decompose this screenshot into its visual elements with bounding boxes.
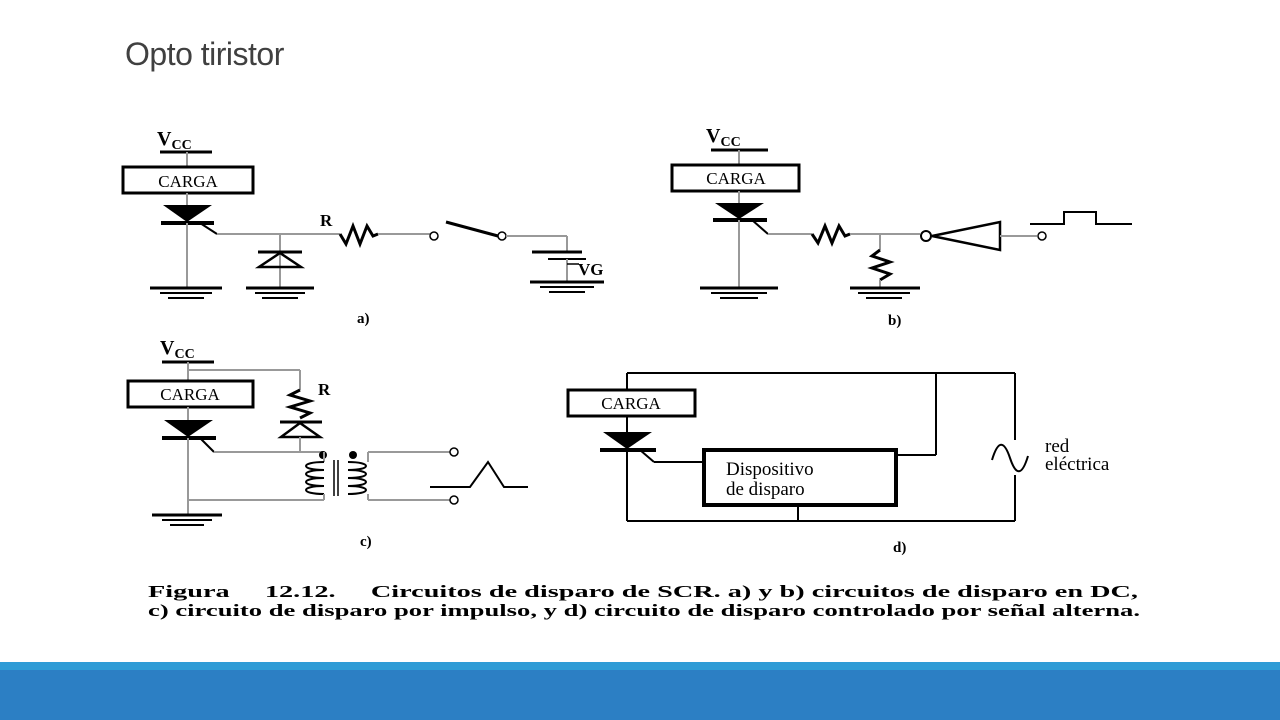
panel-c-vcc-label: VCC	[160, 337, 195, 362]
panel-a-dc-source-symbol	[532, 250, 586, 260]
footer-accent-line	[0, 662, 1280, 670]
scr-trigger-circuits-figure: VCC CARGA R	[121, 125, 1140, 620]
panel-c-resistor	[284, 388, 316, 420]
ground-symbol	[700, 286, 778, 299]
panel-b-label: b)	[888, 313, 901, 329]
ground-symbol	[850, 286, 920, 299]
panel-a-switch-contact	[497, 231, 507, 241]
panel-d-mains-label: eléctrica	[1045, 454, 1110, 475]
panel-d-trigger-device-label: de disparo	[726, 479, 805, 500]
panel-d-load-label: CARGA	[601, 394, 661, 413]
panel-c-pulse-transformer	[305, 451, 450, 501]
panel-a-source-label: VG	[578, 260, 604, 279]
panel-a-scr-symbol	[161, 205, 218, 235]
panel-a-load-label: CARGA	[158, 172, 218, 191]
panel-b-load-box	[670, 163, 801, 193]
panel-c-impulse-waveform	[430, 460, 528, 488]
figure-caption: Figura 12.12. Circuitos de disparo de SC…	[148, 582, 1138, 601]
panel-b-pulse-waveform	[1030, 211, 1132, 225]
panel-a-switch-contact	[429, 231, 439, 241]
panel-d-load-box	[566, 388, 697, 418]
panel-a-switch	[445, 220, 499, 238]
panel-b-inverter-buffer	[920, 220, 1002, 252]
ground-symbol	[530, 280, 604, 293]
panel-a-label: a)	[357, 311, 370, 327]
panel-c-input-terminal	[449, 447, 459, 457]
ground-symbol	[150, 286, 222, 299]
panel-a-vcc-label: VCC	[157, 128, 192, 153]
panel-c-load-box	[126, 379, 255, 409]
panel-a-diode-symbol	[254, 250, 306, 269]
panel-a-circuit: VCC CARGA R	[121, 128, 604, 327]
panel-d-trigger-device-label: Dispositivo	[726, 459, 814, 480]
panel-b-series-resistor	[810, 222, 851, 247]
panel-d-ac-source-symbol	[991, 443, 1029, 473]
panel-b-scr-symbol	[713, 203, 769, 235]
panel-b-load-label: CARGA	[706, 169, 766, 188]
footer-bar	[0, 670, 1280, 720]
panel-a-resistor-label: R	[320, 211, 333, 230]
panel-b-shunt-resistor	[867, 248, 895, 282]
panel-d-mains-label: red	[1045, 436, 1070, 457]
panel-b-vcc-label: VCC	[706, 125, 741, 150]
panel-d-label: d)	[893, 540, 906, 556]
panel-a-resistor	[338, 221, 379, 249]
ground-symbol	[152, 513, 222, 526]
figure-caption: c) circuito de disparo por impulso, y d)…	[148, 601, 1140, 620]
panel-c-input-terminal	[449, 495, 459, 505]
panel-c-label: c)	[360, 534, 372, 550]
panel-c-resistor-label: R	[318, 380, 331, 399]
panel-c-diode-symbol	[277, 420, 324, 439]
panel-c-circuit: VCC CARGA R	[126, 337, 528, 550]
slide-title: Opto tiristor	[125, 36, 284, 72]
panel-c-load-label: CARGA	[160, 385, 220, 404]
ground-symbol	[246, 286, 314, 299]
panel-d-trigger-device-box	[702, 448, 898, 507]
panel-a-load-box	[121, 165, 255, 195]
panel-d-circuit: CARGA Dispositivo de disparo red eléctri…	[566, 372, 1110, 556]
panel-b-circuit: VCC CARGA	[670, 125, 1132, 329]
panel-b-input-terminal	[1037, 231, 1047, 241]
